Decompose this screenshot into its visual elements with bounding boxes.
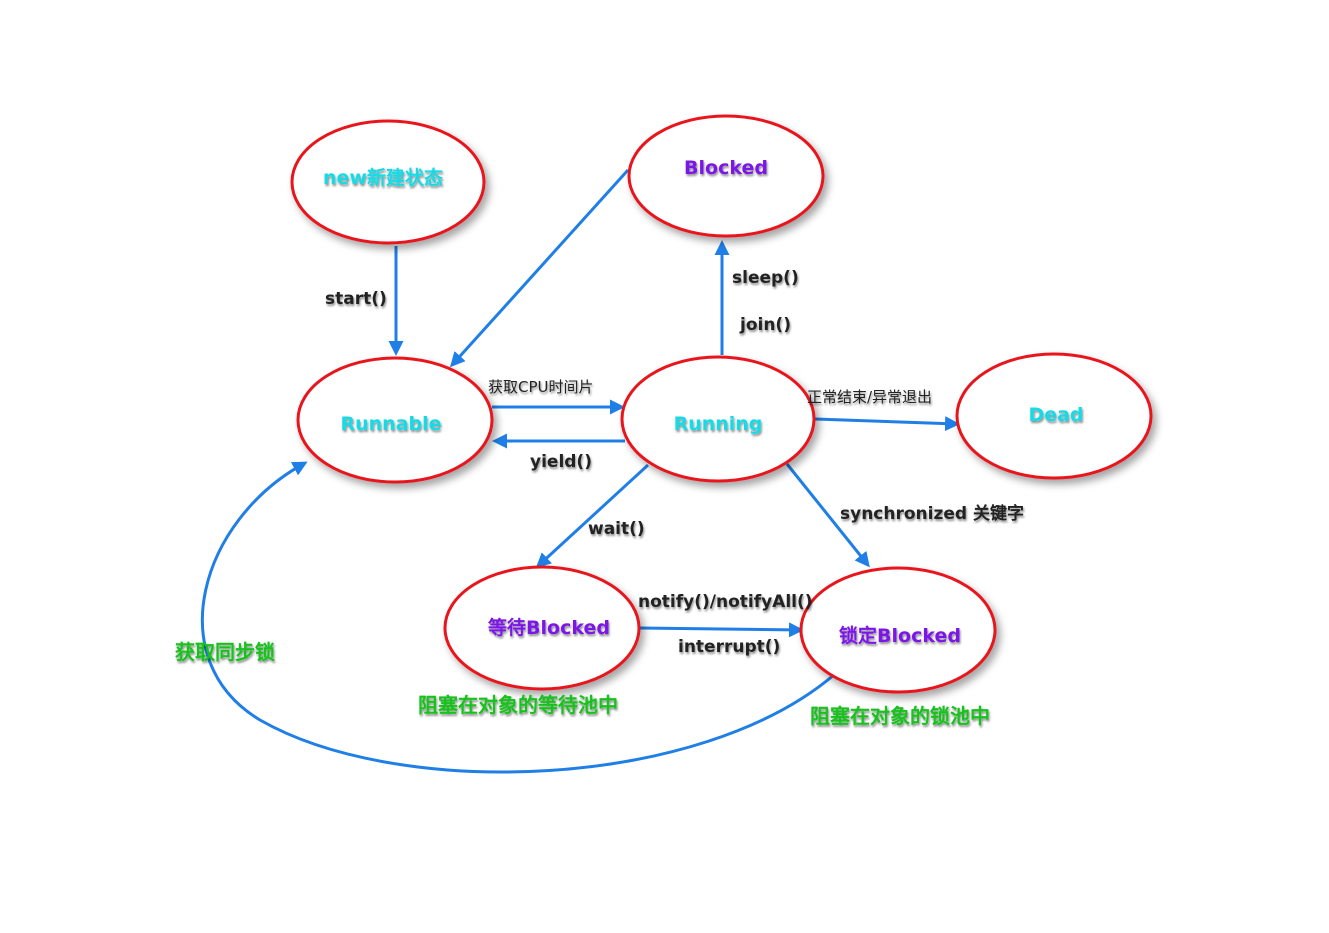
edge-label-normal-exit: 正常结束/异常退出 [807, 388, 932, 406]
node-new: new新建状态 [290, 119, 486, 245]
node-wait-blocked: 等待Blocked [443, 565, 641, 691]
edge-label-get-cpu: 获取CPU时间片 [488, 378, 594, 396]
edge-labels: start() 获取CPU时间片 yield() sleep() join() … [175, 268, 1024, 664]
edge-blocked-to-runnable [449, 168, 630, 368]
node-lock-blocked: 锁定Blocked [799, 566, 997, 694]
edge-lock-to-runnable [200, 461, 836, 774]
node-running-label: Running [674, 413, 763, 435]
node-dead-label: Dead [1028, 404, 1083, 426]
edge-running-to-lock-blocked [785, 463, 870, 568]
edge-label-wait: wait() [588, 519, 645, 539]
node-running: Running [620, 355, 816, 483]
note-wait-pool: 阻塞在对象的等待池中 [418, 693, 618, 717]
edge-label-get-lock: 获取同步锁 [175, 640, 275, 664]
edge-label-sleep: sleep() [732, 268, 799, 288]
edge-label-notify: notify()/notifyAll() [638, 592, 813, 612]
edge-wait-to-lock-blocked [638, 622, 804, 638]
edge-running-to-wait-blocked [535, 463, 650, 569]
node-blocked-top: Blocked [627, 114, 825, 238]
edge-label-start: start() [325, 289, 387, 309]
node-dead: Dead [955, 352, 1153, 480]
node-lock-blocked-label: 锁定Blocked [839, 624, 961, 647]
edges [200, 168, 960, 774]
edge-label-synchronized: synchronized 关键字 [840, 503, 1024, 524]
note-lock-pool: 阻塞在对象的锁池中 [810, 704, 990, 728]
notes: 阻塞在对象的等待池中 阻塞在对象的锁池中 [418, 693, 990, 728]
edge-label-join: join() [739, 315, 791, 335]
node-wait-blocked-label: 等待Blocked [487, 616, 610, 639]
edge-label-interrupt: interrupt() [678, 637, 780, 657]
node-new-label: new新建状态 [323, 166, 443, 189]
edge-label-yield: yield() [530, 452, 592, 472]
node-blocked-top-label: Blocked [684, 157, 768, 179]
nodes: new新建状态 Blocked Runnable Running Dead 等待… [290, 114, 1153, 694]
node-runnable-label: Runnable [340, 413, 441, 435]
edge-running-to-dead [814, 416, 960, 432]
node-runnable: Runnable [296, 356, 494, 484]
